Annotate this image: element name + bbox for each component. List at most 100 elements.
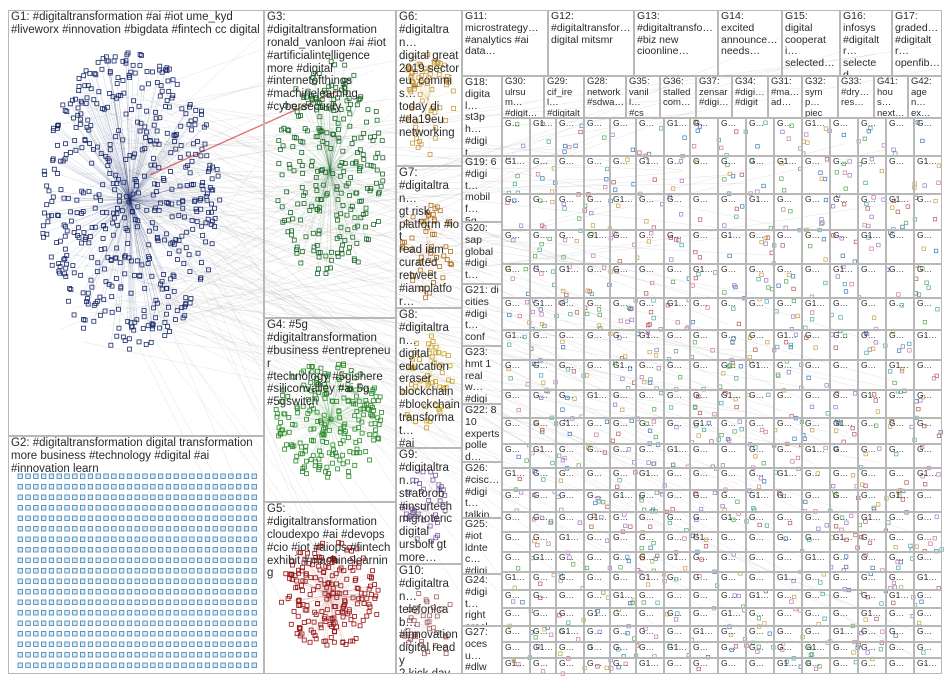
group-label-small: G… [667,626,683,636]
group-label-small: G… [749,658,765,668]
group-label-small: G… [693,156,709,166]
edge [329,570,344,596]
group-label-small: G… [533,572,549,582]
group-panel-small: G… [530,390,556,418]
group-panel-g34: G34: #digi… #digit [732,76,768,118]
group-label-small: G… [777,298,793,308]
group-label-small: G… [861,118,877,128]
group-panel-small: G… [886,572,914,590]
group-panel-small: G1… [664,444,690,468]
group-panel-g10: G10: #digitaltran… telefonicab… #innovat… [396,564,462,674]
group-label-small: G… [721,626,737,636]
edge [69,90,684,171]
group-label-small: G… [613,330,629,340]
group-label-small: G… [749,118,765,128]
group-panel-small: G… [914,552,942,572]
group-panel-small: G… [886,390,914,418]
group-label-small: G… [559,156,575,166]
group-panel-small: G… [858,156,886,194]
edge [129,199,184,318]
group-label-small: G… [889,444,905,454]
group-label-small: G… [693,194,709,204]
group-label-small: G… [505,264,521,274]
group-panel-small: G… [584,572,610,590]
edge [427,480,434,511]
group-panel-small: G… [636,490,664,512]
group-label-small: G… [587,572,603,582]
edge [283,145,331,171]
group-label-g1: G1: #digitaltransformation #ai #iot ume_… [11,11,260,36]
group-panel-small: G… [690,360,718,390]
group-panel-small: G… [774,360,802,390]
edge [170,299,353,354]
group-label-small: G… [805,658,821,668]
edge [149,96,471,373]
edge [129,180,164,201]
edge [329,169,362,202]
edge [305,169,331,237]
group-label-small: G… [693,468,709,478]
group-label-g37: G37: zensar #digi… [699,76,729,109]
edge [129,124,190,201]
edge [129,199,183,209]
group-label-small: G1… [505,658,525,668]
group-label-small: G… [533,264,549,274]
edge [129,199,159,241]
group-label-small: G… [587,418,603,428]
group-label-small: G… [861,194,877,204]
group-label-small: G… [613,230,629,240]
group-panel-small: G… [636,194,664,230]
edge [296,406,331,421]
group-panel-small: G… [802,264,830,298]
group-label-small: G… [889,298,905,308]
edge [53,158,131,201]
group-panel-small: G1… [636,468,664,490]
edge [109,113,428,621]
group-panel-small: G… [746,444,774,468]
group-label-small: G… [833,572,849,582]
node-g1 [55,142,60,148]
group-panel-small: G… [584,194,610,230]
group-panel-small: G1… [610,590,636,608]
group-panel-small: G… [858,532,886,552]
edge [116,199,131,279]
group-label-small: G1… [861,230,881,240]
group-label-small: G1… [889,590,909,600]
edge [129,182,203,201]
group-label-small: G1… [805,118,825,128]
edge [129,199,157,301]
edge [66,154,131,201]
edge [305,169,331,193]
group-panel-small: G… [858,626,886,642]
group-label-small: G… [833,444,849,454]
group-label-small: G… [861,444,877,454]
group-panel-small: G1… [584,608,610,626]
group-panel-small: G… [530,194,556,230]
edge [329,419,354,453]
edge [427,249,440,267]
group-panel-small: G1… [556,418,584,444]
group-label-small: G… [639,298,655,308]
group-label-small: G… [505,298,521,308]
group-label-small: G1… [917,330,937,340]
group-label-small: G1… [559,626,579,636]
group-panel-small: G… [530,468,556,490]
group-panel-small: G1… [802,552,830,572]
edge [84,87,806,153]
group-panel-small: G… [774,390,802,418]
group-label-small: G… [721,572,737,582]
group-label-small: G… [639,390,655,400]
group-panel-g24: G24: #digit… right oracle… [462,574,502,626]
group-panel-small: G1… [858,390,886,418]
group-panel-small: G1… [830,626,858,642]
edge [326,419,331,443]
group-panel-g17: G17: graded… #digitaltr… openfib… [892,10,942,76]
group-panel-small: G1… [502,468,530,490]
group-panel-small: G… [530,230,556,264]
group-panel-small: G1… [610,194,636,230]
group-label-small: G1… [505,572,525,582]
group-panel-small: G… [914,642,942,658]
edge [129,65,134,201]
edge [297,407,331,421]
group-panel-small: G… [830,194,858,230]
